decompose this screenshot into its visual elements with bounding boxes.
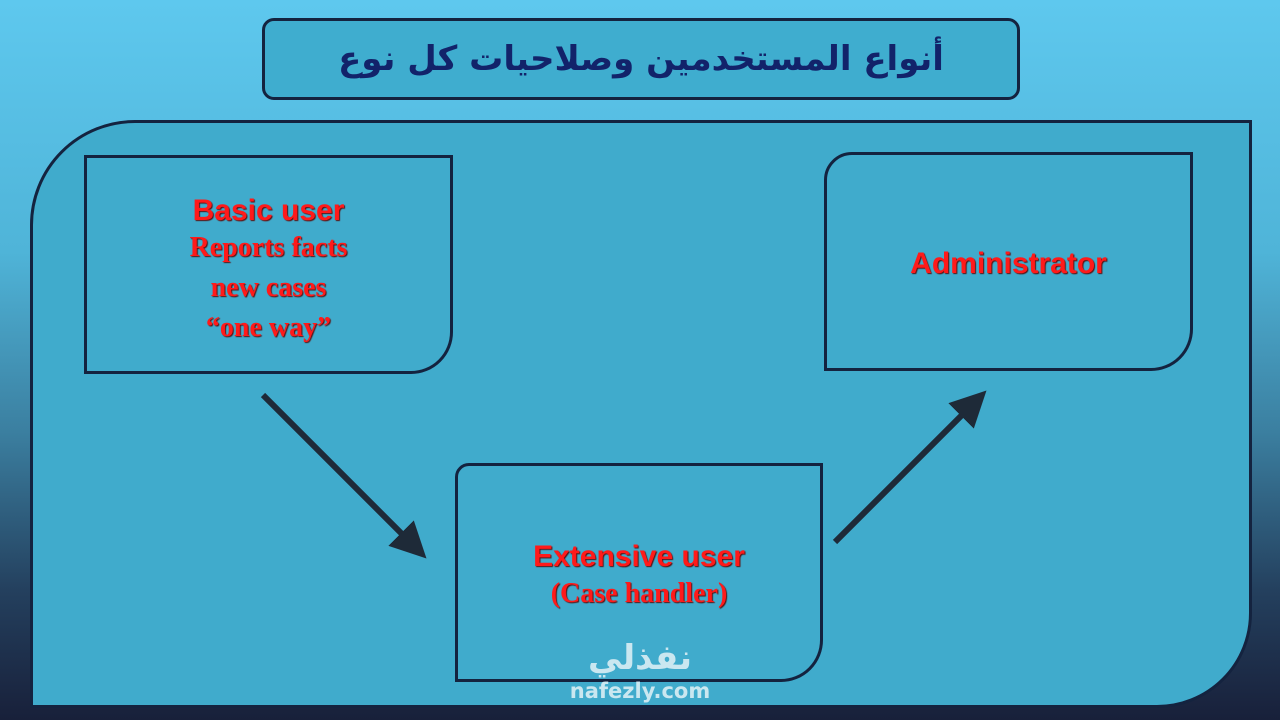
arrow-basic-to-extensive [260,392,427,559]
node-extensive-user: Extensive user (Case handler) [455,463,823,682]
slide-title-box: أنواع المستخدمين وصلاحيات كل نوع [262,18,1020,100]
watermark-arabic: نفذلي [587,638,693,678]
node-heading: Basic user [192,194,345,227]
node-heading: Extensive user [533,540,745,573]
slide-title: أنواع المستخدمين وصلاحيات كل نوع [338,39,944,79]
node-administrator: Administrator [824,152,1193,371]
node-line: (Case handler) [550,578,728,609]
node-line: “one way” [205,312,332,343]
arrow-extensive-to-admin [832,390,987,545]
node-basic-user: Basic user Reports facts new cases “one … [84,155,453,374]
node-line: Reports facts [189,232,348,263]
watermark-domain: nafezly.com [569,679,711,703]
watermark-logo: نفذلي nafezly.com [560,638,720,704]
node-line: new cases [210,272,327,303]
node-heading: Administrator [910,247,1107,280]
